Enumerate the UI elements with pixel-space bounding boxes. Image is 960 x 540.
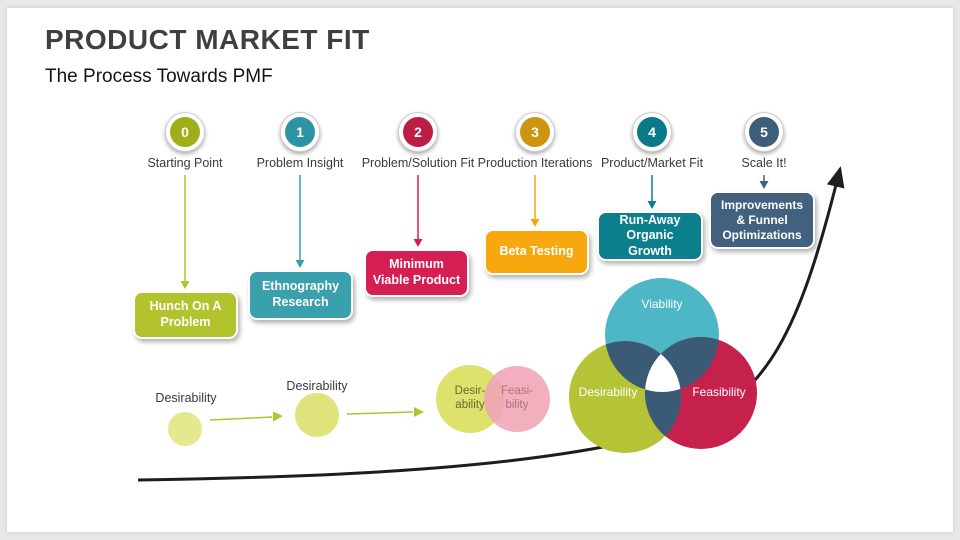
step-4-number: 4 xyxy=(648,124,656,140)
box-beta-testing: Beta Testing xyxy=(484,229,589,275)
box-hunch-on-a-problem-label: Hunch On A Problem xyxy=(149,299,222,329)
pair-desirability-line2: ability xyxy=(455,399,485,411)
step-3-arrow xyxy=(530,175,540,227)
step-5-label: Scale It! xyxy=(741,156,787,170)
step-0-arrow xyxy=(180,175,190,289)
box-hunch-on-a-problem: Hunch On A Problem xyxy=(133,291,238,339)
venn-center xyxy=(645,341,681,392)
step-1-label: Problem Insight xyxy=(256,156,344,170)
stage-2-label: Desirability xyxy=(286,379,348,393)
step-4-label: Product/Market Fit xyxy=(600,156,704,170)
step-4-badge: 4 xyxy=(632,112,672,152)
stage-1-label: Desirability xyxy=(155,391,217,405)
step-3-number: 3 xyxy=(531,124,539,140)
page-subtitle: The Process Towards PMF xyxy=(45,66,273,87)
slide: PRODUCT MARKET FIT The Process Towards P… xyxy=(7,8,953,532)
box-improvements-funnel-optimizations-label: Improvements & Funnel Optimizations xyxy=(720,197,804,242)
step-1-badge: 1 xyxy=(280,112,320,152)
step-2-label: Problem/Solution Fit xyxy=(361,156,475,170)
step-3-label: Production Iterations xyxy=(477,156,593,170)
venn-viability-label: Viability xyxy=(641,297,682,311)
box-minimum-viable-product: Minimum Viable Product xyxy=(364,249,469,297)
venn-desirability-label: Desirability xyxy=(579,385,638,399)
pair-feasibility-line1: Feasi- xyxy=(501,385,533,398)
venn-desirability-circle xyxy=(569,341,681,453)
box-ethnography-research-label: Ethnography Research xyxy=(261,279,340,309)
box-minimum-viable-product-label: Minimum Viable Product xyxy=(372,257,461,287)
step-3-badge: 3 xyxy=(515,112,555,152)
step-1-number: 1 xyxy=(296,124,304,140)
pair-desirability-line1: Desir- xyxy=(454,385,486,398)
step-0-label: Starting Point xyxy=(147,156,223,170)
venn-viability-circle xyxy=(605,278,719,392)
venn-overlap-v-d xyxy=(605,341,681,392)
stage-1-circle xyxy=(168,412,202,446)
step-2-arrow xyxy=(413,175,423,247)
box-ethnography-research: Ethnography Research xyxy=(248,270,353,320)
pair-feasibility-circle: Feasi- bility xyxy=(484,366,550,432)
venn-overlap-d-f xyxy=(645,341,681,449)
step-2-number: 2 xyxy=(414,124,422,140)
step-5-number: 5 xyxy=(760,124,768,140)
venn-overlap-v-f xyxy=(645,337,719,392)
step-4-arrow xyxy=(647,175,657,209)
venn-feasibility-label: Feasibility xyxy=(692,385,745,399)
venn-feasibility-circle xyxy=(645,337,757,449)
growth-arrow-2 xyxy=(346,407,424,417)
box-run-away-organic-growth-label: Run-Away Organic Growth xyxy=(619,212,681,258)
stage-2-circle xyxy=(295,393,339,437)
step-0-number: 0 xyxy=(181,124,189,140)
box-run-away-organic-growth: Run-Away Organic Growth xyxy=(597,211,703,261)
pair-feasibility-line2: bility xyxy=(505,399,529,411)
page-title: PRODUCT MARKET FIT xyxy=(45,24,370,55)
step-0-badge: 0 xyxy=(165,112,205,152)
box-improvements-funnel-optimizations: Improvements & Funnel Optimizations xyxy=(709,191,815,249)
step-5-badge: 5 xyxy=(744,112,784,152)
step-5-arrow xyxy=(759,175,769,189)
step-1-arrow xyxy=(295,175,305,268)
growth-arrow-1 xyxy=(209,411,283,422)
box-beta-testing-label: Beta Testing xyxy=(499,244,574,259)
step-2-badge: 2 xyxy=(398,112,438,152)
